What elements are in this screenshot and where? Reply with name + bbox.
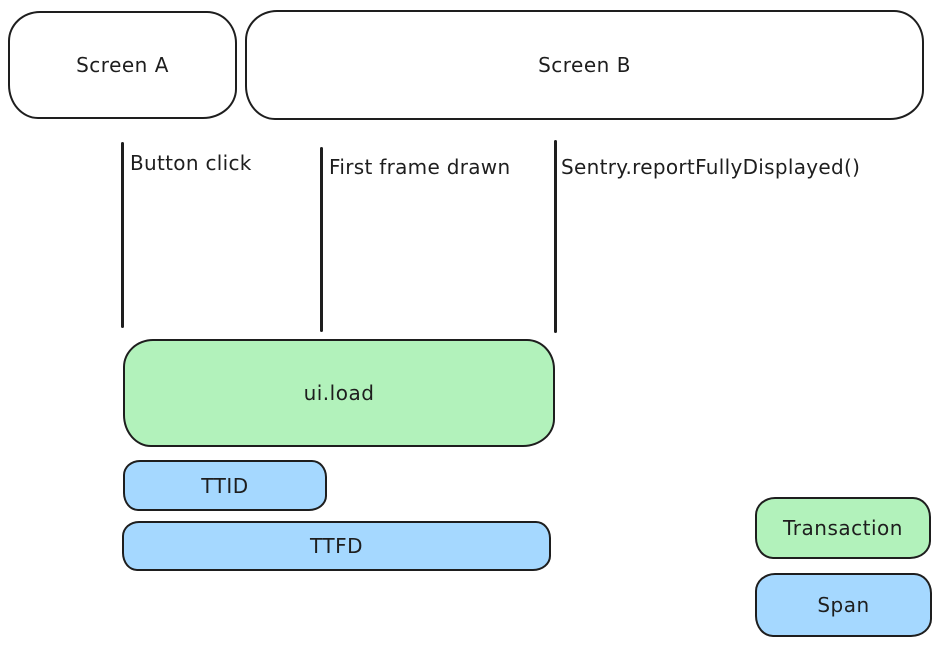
ttid-span-bar: TTID	[123, 460, 327, 511]
ttfd-label: TTFD	[310, 534, 363, 558]
screen-b-box: Screen B	[245, 10, 924, 120]
ui-load-transaction-bar: ui.load	[123, 339, 555, 447]
legend-transaction: Transaction	[755, 497, 931, 559]
first-frame-drawn-marker-line	[320, 147, 323, 332]
ui-load-label: ui.load	[303, 381, 375, 405]
ttid-label: TTID	[201, 473, 249, 498]
screen-b-label: Screen B	[538, 53, 631, 77]
first-frame-drawn-label: First frame drawn	[329, 155, 511, 179]
legend-transaction-label: Transaction	[783, 516, 903, 540]
legend-span: Span	[755, 573, 932, 637]
legend-span-label: Span	[817, 593, 870, 617]
button-click-marker-line	[121, 142, 124, 328]
button-click-label: Button click	[130, 151, 252, 175]
report-fully-displayed-label: Sentry.reportFullyDisplayed()	[561, 155, 861, 179]
ttfd-span-bar: TTFD	[122, 521, 551, 571]
report-fully-displayed-marker-line	[554, 140, 557, 333]
screen-a-box: Screen A	[8, 11, 237, 119]
screen-a-label: Screen A	[76, 53, 169, 77]
